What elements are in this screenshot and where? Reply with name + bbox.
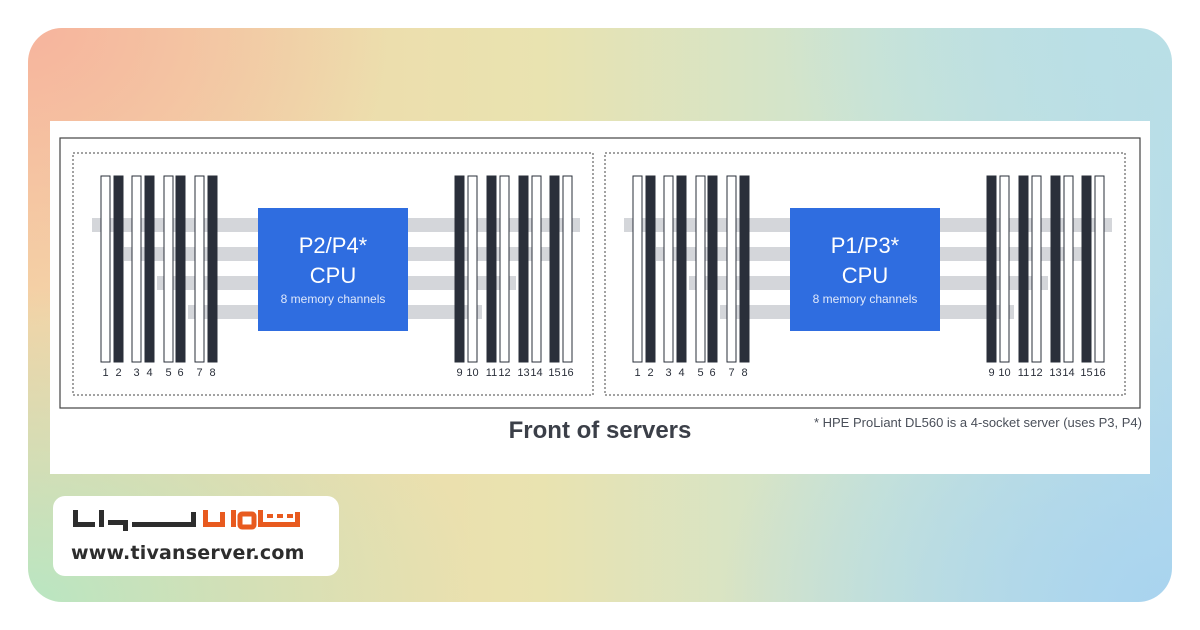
dimm-slot-label: 14 — [530, 367, 542, 379]
server-outline — [59, 137, 1141, 409]
dimm-slot-label: 1 — [102, 367, 108, 379]
dimm-slot-label: 12 — [1030, 367, 1042, 379]
dimm-slot-label: 5 — [697, 367, 703, 379]
dimm-slot-label: 15 — [1080, 367, 1092, 379]
cpu-type: CPU — [842, 263, 888, 288]
dimm-slot-4-populated — [676, 175, 687, 363]
dimm-slot-6-populated — [707, 175, 718, 363]
brand-logo-card[interactable]: www.tivanserver.com — [53, 496, 339, 576]
tivan-server-logo-mark — [73, 510, 300, 531]
dimm-slot-label: 8 — [209, 367, 215, 379]
cpu-memory-channels: 8 memory channels — [281, 292, 386, 306]
dimm-slot-7-empty — [194, 175, 205, 363]
dimm-slot-14-empty — [531, 175, 542, 363]
dimm-slot-4-populated — [144, 175, 155, 363]
dimm-slot-label: 9 — [456, 367, 462, 379]
dimm-slot-6-populated — [175, 175, 186, 363]
dimm-slot-13-populated — [518, 175, 529, 363]
dimm-slot-5-empty — [163, 175, 174, 363]
dimm-slot-label: 10 — [998, 367, 1010, 379]
dimm-slot-3-empty — [663, 175, 674, 363]
dimm-slot-7-empty — [726, 175, 737, 363]
cpu-block-1 — [258, 208, 408, 331]
dimm-slot-label: 3 — [133, 367, 139, 379]
dimm-slot-label: 6 — [709, 367, 715, 379]
dimm-slot-label: 6 — [177, 367, 183, 379]
dimm-slot-label: 13 — [517, 367, 529, 379]
dimm-slot-label: 1 — [634, 367, 640, 379]
dimm-slot-10-empty — [467, 175, 478, 363]
processor-zone-2 — [604, 152, 1126, 396]
dimm-slot-label: 8 — [741, 367, 747, 379]
dimm-slot-16-empty — [1094, 175, 1105, 363]
dimm-slot-8-populated — [207, 175, 218, 363]
dimm-slot-13-populated — [1050, 175, 1061, 363]
dimm-slot-8-populated — [739, 175, 750, 363]
dimm-slot-11-populated — [1018, 175, 1029, 363]
dimm-slot-label: 11 — [486, 367, 497, 379]
cpu-name: P2/P4* — [299, 233, 368, 258]
cpu-type: CPU — [310, 263, 356, 288]
dimm-slot-1-empty — [632, 175, 643, 363]
dimm-slot-9-populated — [454, 175, 465, 363]
dimm-slot-15-populated — [549, 175, 560, 363]
dimm-slot-label: 16 — [561, 367, 573, 379]
dimm-slot-label: 14 — [1062, 367, 1074, 379]
dimm-slot-15-populated — [1081, 175, 1092, 363]
brand-url[interactable]: www.tivanserver.com — [71, 542, 305, 564]
dimm-slot-label: 7 — [196, 367, 202, 379]
dimm-slot-1-empty — [100, 175, 111, 363]
dimm-slot-2-populated — [113, 175, 124, 363]
dimm-slot-label: 16 — [1093, 367, 1105, 379]
dimm-slot-5-empty — [695, 175, 706, 363]
dimm-slot-label: 4 — [146, 367, 152, 379]
dimm-slot-10-empty — [999, 175, 1010, 363]
dimm-slot-label: 12 — [498, 367, 510, 379]
dimm-slot-16-empty — [562, 175, 573, 363]
diagram-footnote: * HPE ProLiant DL560 is a 4-socket serve… — [813, 415, 1142, 430]
dimm-slot-9-populated — [986, 175, 997, 363]
dimm-slot-label: 2 — [647, 367, 653, 379]
processor-zone-1 — [72, 152, 594, 396]
dimm-slot-2-populated — [645, 175, 656, 363]
dimm-slot-label: 5 — [165, 367, 171, 379]
cpu-name: P1/P3* — [831, 233, 900, 258]
dimm-slot-3-empty — [131, 175, 142, 363]
dimm-slot-11-populated — [486, 175, 497, 363]
diagram-caption: Front of servers — [508, 417, 692, 444]
dimm-slot-14-empty — [1063, 175, 1074, 363]
dimm-slot-label: 4 — [678, 367, 684, 379]
dimm-slot-label: 13 — [1049, 367, 1061, 379]
dimm-slot-12-empty — [499, 175, 510, 363]
dimm-slot-label: 15 — [548, 367, 560, 379]
dimm-slot-label: 10 — [466, 367, 478, 379]
dimm-slot-12-empty — [1031, 175, 1042, 363]
dimm-slot-label: 2 — [115, 367, 121, 379]
dimm-slot-label: 7 — [728, 367, 734, 379]
cpu-memory-channels: 8 memory channels — [813, 292, 918, 306]
cpu-block-2 — [790, 208, 940, 331]
dimm-slot-label: 11 — [1018, 367, 1029, 379]
dimm-slot-label: 3 — [665, 367, 671, 379]
dimm-slot-label: 9 — [988, 367, 994, 379]
